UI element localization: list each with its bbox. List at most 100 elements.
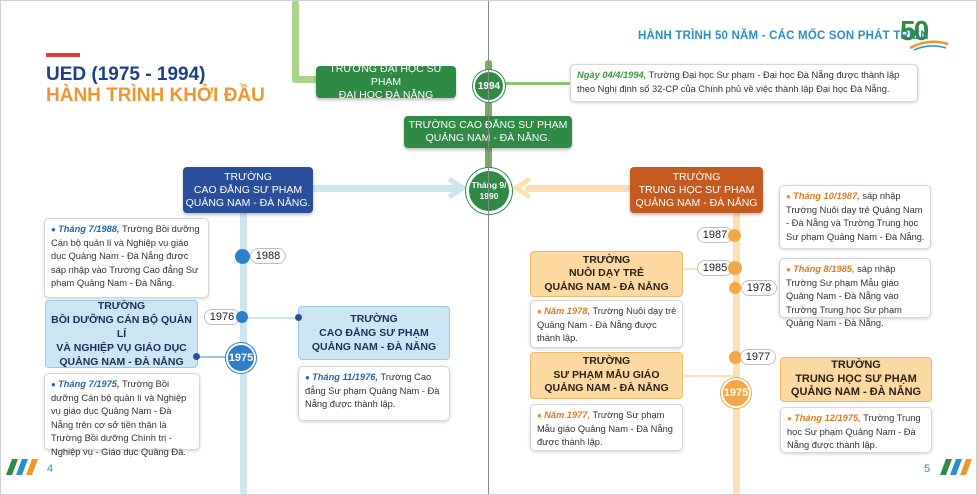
card-date: Tháng 7/1988, (58, 224, 120, 234)
page-number-right: 5 (924, 463, 931, 475)
page-title: UED (1975 - 1994) (46, 64, 206, 85)
box-line: TRƯỜNG (672, 170, 721, 183)
year-1976-label: 1976 (204, 309, 240, 325)
green-line-1994-right (498, 82, 570, 85)
card-1985: ● Tháng 8/1985, sáp nhập Trường Sư phạm … (779, 258, 931, 328)
card-text: sáp nhập Trường Sư phạm Mẫu giáo Quảng N… (786, 264, 902, 328)
box-line: NUÔI DẠY TRẺ (568, 267, 645, 280)
card-1975-right: ● Tháng 12/1975, Trường Trung học Sư phạ… (780, 407, 932, 453)
card-text: Trường Bồi dưỡng Cán bộ quản lí và Nghiệ… (51, 224, 200, 288)
bullet-icon: ● (51, 380, 59, 389)
green-line-h (292, 76, 322, 83)
box-thsp: TRƯỜNG TRUNG HỌC SƯ PHẠM QUẢNG NAM - ĐÀ … (780, 357, 932, 402)
title-accent-bar (46, 53, 80, 57)
dot-1977 (729, 351, 742, 364)
bullet-icon: ● (537, 411, 545, 420)
box-boi-duong-can-bo: TRƯỜNG BỒI DƯỠNG CÁN BỘ QUẢN LÍ VÀ NGHIỆ… (45, 300, 198, 368)
card-text: Trường Cao đẳng Sư phạm Quảng Nam - Đà N… (305, 372, 440, 409)
anniversary-logo: 50 (900, 16, 950, 56)
right-arrow-line (525, 185, 631, 192)
box-line: CAO ĐẲNG SƯ PHẠM (193, 183, 303, 196)
box-line: TRƯỜNG (582, 355, 631, 368)
logo-number: 50 (900, 15, 929, 46)
right-arrow-head (513, 177, 532, 199)
bullet-icon: ● (51, 225, 59, 234)
box-nuoi-day-tre: TRƯỜNG NUÔI DẠY TRẺ QUẢNG NAM - ĐÀ NẴNG (530, 251, 683, 297)
logo-swoosh-icon (909, 40, 949, 51)
box-line: BỒI DƯỠNG CÁN BỘ QUẢN LÍ (51, 314, 192, 340)
box-line: TRƯỜNG (582, 253, 631, 266)
dot-1978 (729, 282, 741, 294)
right-branch-line (733, 205, 740, 495)
card-1975-left: ● Tháng 7/1975, Trường Bồi dưỡng Cán bộ … (44, 373, 200, 457)
footer-stripe-icon-right (940, 459, 972, 475)
box-line: TRƯỜNG (97, 300, 146, 312)
box-left-cdsp: TRƯỜNG CAO ĐẲNG SƯ PHẠM QUẢNG NAM - ĐÀ N… (298, 306, 450, 360)
card-1977: ● Năm 1977, Trường Sư phạm Mẫu giáo Quản… (530, 404, 683, 451)
box-line: QUẢNG NAM - ĐÀ NẴNG (59, 356, 184, 368)
bullet-icon: ● (537, 307, 545, 316)
card-date: Tháng 10/1987, (793, 191, 860, 201)
card-text: Trường Nuôi dạy trẻ Quảng Nam - Đà Nẵng … (537, 306, 677, 343)
bullet-icon: ● (786, 192, 794, 201)
page-spine (488, 0, 489, 495)
dot-1988 (235, 249, 250, 264)
year-1975-right-circle: 1975 (721, 378, 751, 408)
bullet-icon: ● (786, 265, 794, 274)
footer-stripe-icon-left (6, 459, 38, 475)
green-line-top (292, 0, 299, 82)
card-date: Năm 1977, (544, 410, 591, 420)
card-1976: ● Tháng 11/1976, Trường Cao đẳng Sư phạm… (298, 366, 450, 421)
card-date: Năm 1978, (544, 306, 591, 316)
box-line: SƯ PHẠM MẪU GIÁO (553, 368, 660, 381)
box-line: VÀ NGHIỆP VỤ GIÁO DỤC (56, 342, 187, 354)
card-text: Trường Bồi dưỡng Cán bộ quản lí và Nghiệ… (51, 379, 187, 457)
box-line: QUẢNG NAM - ĐÀ NẴNG (635, 196, 758, 209)
card-1994: Ngày 04/4/1994, Trường Đại học Sư phạm -… (570, 64, 918, 102)
box-line: TRƯỜNG CAO ĐẲNG SƯ PHẠM (408, 119, 568, 131)
box-line: QUẢNG NAM - ĐÀ NẴNG. (185, 196, 311, 209)
card-date: Tháng 7/1975, (58, 379, 120, 389)
page-number-left: 4 (47, 463, 54, 475)
running-header: HÀNH TRÌNH 50 NĂM - CÁC MỐC SON PHÁT TRI… (638, 30, 929, 42)
box-line: TRƯỜNG (224, 170, 272, 183)
card-1988: ● Tháng 7/1988, Trường Bồi dưỡng Cán bộ … (44, 218, 209, 298)
year-1994-circle: 1994 (473, 70, 505, 102)
card-text: Trường Sư phạm Mẫu giáo Quảng Nam - Đà N… (537, 410, 673, 447)
box-line: QUẢNG NAM - ĐÀ NẴNG (544, 382, 669, 395)
left-arrow-head (447, 177, 466, 199)
box-line: TRUNG HỌC SƯ PHẠM (795, 372, 917, 385)
card-date: Tháng 11/1976, (312, 372, 379, 382)
dot-1987 (728, 229, 741, 242)
card-1987: ● Tháng 10/1987, sáp nhập Trường Nuôi dạ… (779, 185, 931, 249)
card-text: Trường Trung học Sư phạm Quảng Nam - Đà … (787, 413, 921, 450)
connector-1977 (684, 375, 734, 377)
connector-1976 (243, 317, 298, 319)
year-1975-left-circle: 1975 (226, 343, 256, 373)
dot-boi-duong (193, 353, 200, 360)
hub-circle: Tháng 9/ 1990 (466, 168, 512, 214)
box-right-thsp-top: TRƯỜNG TRUNG HỌC SƯ PHẠM QUẢNG NAM - ĐÀ … (630, 167, 763, 213)
dot-1985 (728, 261, 742, 275)
dot-1976 (236, 311, 248, 323)
card-1978: ● Năm 1978, Trường Nuôi dạy trẻ Quảng Na… (530, 300, 683, 348)
year-1978-label: 1978 (741, 280, 777, 296)
card-date: Ngày 04/4/1994, (577, 70, 647, 80)
left-arrow-line (310, 185, 460, 192)
card-text: sáp nhập Trường Nuôi dạy trẻ Quảng Nam -… (786, 191, 925, 242)
box-dai-hoc-su-pham: TRƯỜNG ĐẠI HỌC SƯ PHẠM ĐẠI HỌC ĐÀ NẴNG (316, 62, 456, 101)
box-line: TRƯỜNG ĐẠI HỌC SƯ PHẠM (329, 62, 443, 88)
box-mau-giao: TRƯỜNG SƯ PHẠM MẪU GIÁO QUẢNG NAM - ĐÀ N… (530, 352, 683, 399)
box-left-cdsp-top: TRƯỜNG CAO ĐẲNG SƯ PHẠM QUẢNG NAM - ĐÀ N… (183, 167, 313, 213)
box-line: QUẢNG NAM - ĐÀ NẴNG (790, 386, 922, 399)
box-line: CAO ĐẲNG SƯ PHẠM (319, 327, 429, 339)
box-line: TRƯỜNG (831, 359, 881, 372)
box-line: TRƯỜNG (350, 313, 398, 325)
box-line: ĐẠI HỌC ĐÀ NẴNG (338, 88, 434, 101)
bullet-icon: ● (787, 414, 795, 423)
bullet-icon: ● (305, 373, 313, 382)
box-line: QUẢNG NAM - ĐÀ NẴNG (311, 341, 437, 353)
page-subtitle: HÀNH TRÌNH KHỞI ĐẦU (46, 85, 265, 106)
card-date: Tháng 12/1975, (794, 413, 861, 423)
